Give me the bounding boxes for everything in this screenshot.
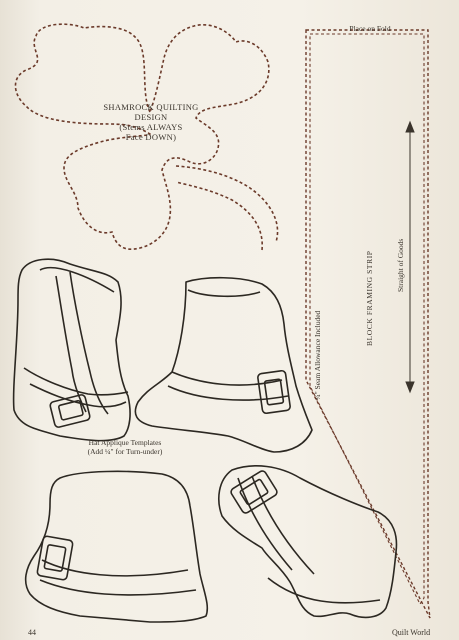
hat-templates-label-line2: (Add ¼" for Turn-under) [87, 447, 163, 456]
hat-outline-icon [134, 276, 313, 453]
double-arrow-icon [405, 120, 415, 394]
shamrock-label-line3: (Stems ALWAYS [119, 122, 183, 132]
publication-name: Quilt World [392, 628, 431, 637]
shamrock-label-line4: Face DOWN) [125, 132, 177, 142]
page-number: 44 [28, 628, 36, 637]
block-framing-strip-title: BLOCK FRAMING STRIP [365, 250, 374, 346]
shamrock-label-line2: DESIGN [134, 112, 168, 122]
hat-templates-label: Hat Applique Templates (Add ¼" for Turn-… [55, 438, 195, 456]
hat-templates-label-line1: Hat Applique Templates [88, 438, 162, 447]
block-framing-strip-outline [305, 29, 431, 619]
hat-outline-icon [24, 470, 209, 623]
shamrock-outline-icon [14, 23, 279, 251]
hat-outline-icon [12, 258, 131, 442]
shamrock-label-line1: SHAMROCK QUILTING [103, 102, 199, 112]
shamrock-label: SHAMROCK QUILTING DESIGN (Stems ALWAYS F… [86, 102, 216, 142]
hat-outline-icon [218, 465, 398, 619]
seam-allowance-label: ¼" Seam Allowance Included [313, 310, 322, 400]
straight-of-goods-label: Straight of Goods [396, 238, 405, 292]
place-on-fold-label: Place on Fold [349, 24, 391, 33]
